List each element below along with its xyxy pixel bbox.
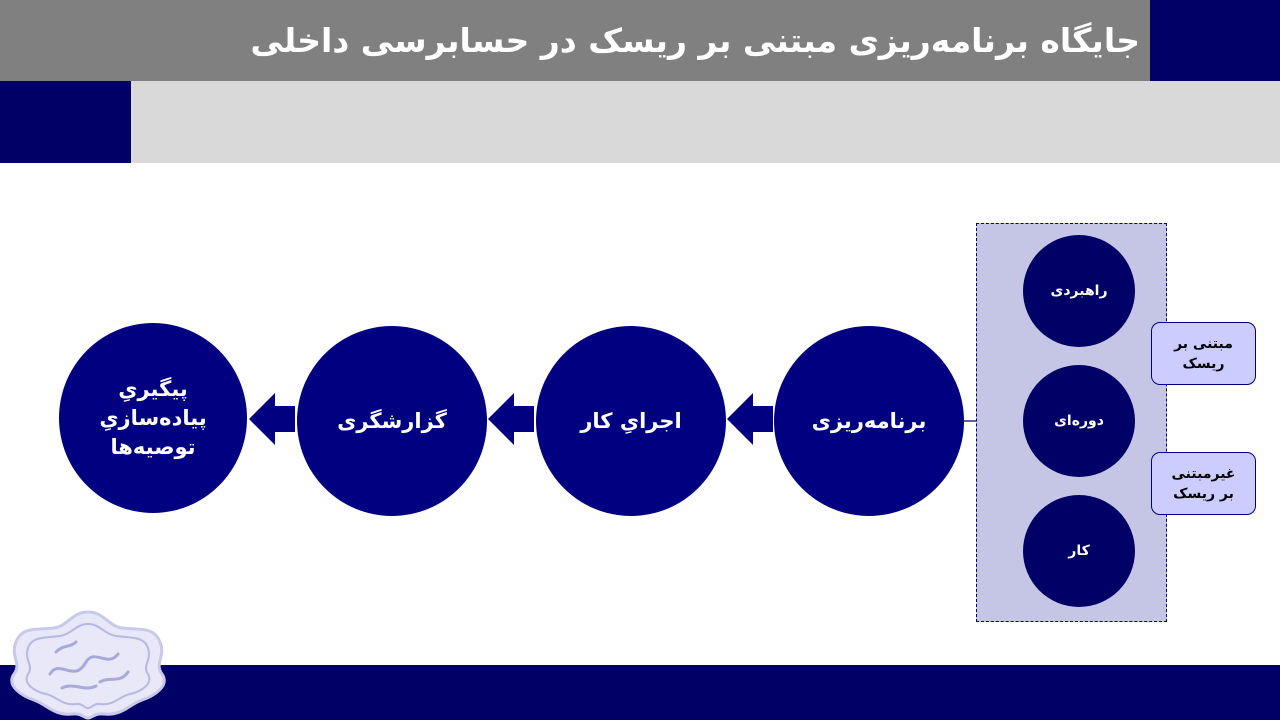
calligraphy-emblem-icon: [10, 610, 166, 720]
arrow-left-icon: [727, 393, 773, 445]
non-risk-based-box: غیرمبتنی بر ریسک: [1151, 452, 1256, 515]
follow-up-line-3: توصیه‌ها: [110, 434, 196, 459]
level-periodic: دوره‌ای: [1023, 365, 1135, 477]
title-bar: [0, 0, 1150, 81]
risk-based-box: مبتنی بر ریسک: [1151, 322, 1256, 385]
subtitle-band: [131, 81, 1280, 163]
corner-block-top-right: [1150, 0, 1280, 81]
risk-based-label: مبتنی بر ریسک: [1174, 335, 1233, 372]
non-risk-based-label: غیرمبتنی بر ریسک: [1171, 465, 1236, 502]
level-strategic: راهبردی: [1023, 235, 1135, 347]
step-follow-up: پیگیریِ پیاده‌سازیِ توصیه‌ها: [59, 323, 247, 513]
follow-up-line-2: پیاده‌سازیِ: [99, 405, 207, 430]
step-execution: اجرایِ کار: [536, 326, 726, 516]
arrow-left-icon: [249, 393, 295, 445]
arrow-left-icon: [488, 393, 534, 445]
follow-up-line-1: پیگیریِ: [118, 376, 188, 401]
corner-block-left: [0, 81, 131, 163]
step-reporting: گزارشگری: [297, 326, 487, 516]
slide-title: جایگاه برنامه‌ریزی مبتنی بر ریسک در حساب…: [250, 21, 1140, 60]
footer-bar: [0, 665, 1280, 720]
step-planning: برنامه‌ریزی: [774, 326, 964, 516]
level-engagement: کار: [1023, 495, 1135, 607]
